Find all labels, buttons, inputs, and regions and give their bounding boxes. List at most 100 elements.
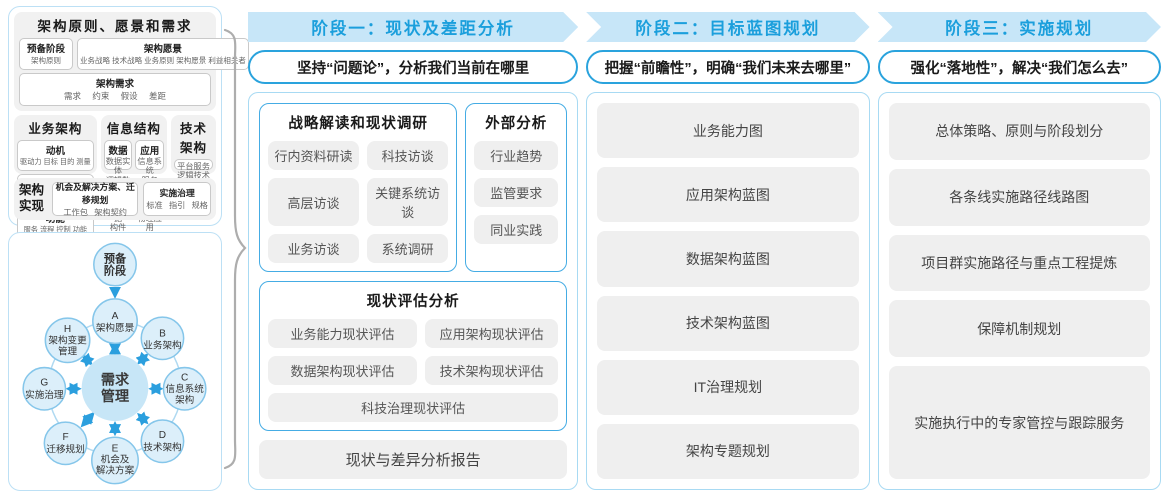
phase-3-body: 总体策略、原则与阶段划分 各条线实施路径线路图 项目群实施路径与重点工程提炼 保… xyxy=(877,92,1161,490)
strategy-item: 系统调研 xyxy=(367,234,449,263)
left-panel-title: 架构原则、愿景和需求 xyxy=(37,19,193,34)
node-h-label: 架构变更 xyxy=(48,334,87,346)
center-line1: 需求 xyxy=(101,372,130,388)
node-e-circle xyxy=(91,436,139,485)
node-b-letter: B xyxy=(159,328,166,339)
center-line2: 管理 xyxy=(101,388,129,404)
prep-phase-box: 预备阶段 架构原则 xyxy=(19,38,73,70)
left-column: 架构原则、愿景和需求 预备阶段 架构原则 架构愿景 业务战略 技术战略 业务原则… xyxy=(0,0,249,499)
strategy-item: 高层访谈 xyxy=(268,178,360,226)
adm-cycle-diagram: 预备 阶段 A 架构愿景 B 业务架构 H 架构变更 管理 C 信息系统 架构 … xyxy=(22,242,207,485)
governance-title: 实施治理 xyxy=(159,188,195,198)
phase-2-item: 架构专题规划 xyxy=(597,423,859,480)
phase-2-item: 技术架构蓝图 xyxy=(597,295,859,351)
strategy-item: 科技访谈 xyxy=(367,141,449,170)
phase-2-header: 阶段二：目标蓝图规划 xyxy=(586,12,869,42)
phase-1-body: 战略解读和现状调研 行内资料研读 科技访谈 高层访谈 关键系统访谈 业务访谈 系… xyxy=(248,92,579,490)
opportunities-sub: 工作包 架构契约 xyxy=(63,207,127,217)
node-g-letter: G xyxy=(40,378,48,389)
phase-1-header: 阶段一：现状及差距分析 xyxy=(248,12,578,42)
strategy-item: 关键系统访谈 xyxy=(367,178,449,226)
node-b-circle xyxy=(140,316,185,361)
node-h-letter: H xyxy=(64,324,71,335)
motivation-box: 动机 驱动力 目标 目的 测量 xyxy=(17,140,94,171)
assessment-box: 现状评估分析 业务能力现状评估 应用架构现状评估 数据架构现状评估 技术架构现状… xyxy=(259,281,568,431)
information-structure-section: 信息结构 数据 数据实体 逻辑数据 构件 物理数据 构件 应用 信息系统 服务 … xyxy=(100,115,168,241)
gap-analysis-report-box: 现状与差异分析报告 xyxy=(259,440,568,479)
node-a-letter: A xyxy=(112,311,119,322)
prep-phase-sub: 架构原则 xyxy=(31,56,61,65)
node-c-circle xyxy=(162,366,207,411)
implementation-governance-box: 实施治理 标准 指引 规格 xyxy=(143,182,211,216)
phase-2-item: IT治理规划 xyxy=(597,359,859,415)
prep-phase-title: 预备阶段 xyxy=(26,44,65,55)
architecture-implementation-section: 架构实现 机会及解决方案、迁移规划 工作包 架构契约 实施治理 标准 指引 规格 xyxy=(14,178,216,220)
curly-brace xyxy=(223,28,247,470)
phase-3-column: 阶段三：实施规划 强化“落地性”，解决“我们怎么去” 总体策略、原则与阶段划分 … xyxy=(877,12,1161,490)
business-architecture-title: 业务架构 xyxy=(28,122,83,136)
strategy-research-title: 战略解读和现状调研 xyxy=(288,116,428,132)
phase-1-subtitle: 坚持“问题论”，分析我们当前在哪里 xyxy=(248,50,579,84)
node-d-label: 技术架构 xyxy=(143,441,181,453)
external-item: 同业实践 xyxy=(474,215,559,244)
node-c-letter: C xyxy=(181,373,188,384)
external-item: 监管要求 xyxy=(474,178,559,207)
external-item: 行业趋势 xyxy=(474,141,559,170)
node-g-circle xyxy=(22,366,67,411)
node-h-circle xyxy=(44,317,91,364)
arrow-center-d xyxy=(135,411,150,426)
phase-3-header: 阶段三：实施规划 xyxy=(878,12,1161,42)
motivation-title: 动机 xyxy=(45,146,65,157)
phase-3-subtitle: 强化“落地性”，解决“我们怎么去” xyxy=(877,50,1161,84)
technology-column: 平台服务 逻辑技术 构件 物理技术 构件 xyxy=(174,159,213,209)
vision-sub: 业务战略 技术战略 业务原则 架构愿景 利益相关者 xyxy=(80,56,246,65)
prep-circle-line2: 阶段 xyxy=(104,264,127,278)
app-column-title: 应用 xyxy=(140,146,160,157)
external-analysis-title: 外部分析 xyxy=(485,116,548,132)
phase-2-item: 数据架构蓝图 xyxy=(597,231,859,287)
architecture-vision-box: 架构愿景 业务战略 技术战略 业务原则 架构愿景 利益相关者 xyxy=(77,38,249,70)
arrow-center-f xyxy=(80,411,95,428)
phase-2-body: 业务能力图 应用架构蓝图 数据架构蓝图 技术架构蓝图 IT治理规划 架构专题规划 xyxy=(586,92,870,490)
node-h-label2: 管理 xyxy=(58,345,78,357)
assessment-item: 业务能力现状评估 xyxy=(268,319,418,348)
brace-column xyxy=(222,0,248,499)
data-item: 数据实体 xyxy=(105,157,131,176)
data-column-title: 数据 xyxy=(108,146,128,157)
assessment-item: 科技治理现状评估 xyxy=(268,393,559,422)
requirements-title: 架构需求 xyxy=(95,79,134,90)
technology-architecture-section: 技术架构 平台服务 逻辑技术 构件 物理技术 构件 xyxy=(171,115,216,209)
governance-sub: 标准 指引 规格 xyxy=(146,201,208,210)
information-structure-title: 信息结构 xyxy=(106,122,161,136)
function-sub: 服务 流程 控制 功能 xyxy=(23,225,88,234)
assessment-item: 技术架构现状评估 xyxy=(425,356,559,385)
requirements-management-circle xyxy=(81,354,149,422)
opportunities-migration-box: 机会及解决方案、迁移规划 工作包 架构契约 xyxy=(52,181,139,217)
node-f-label: 迁移规划 xyxy=(46,443,84,455)
external-analysis-box: 外部分析 行业趋势 监管要求 同业实践 xyxy=(465,103,568,272)
data-column: 数据 数据实体 逻辑数据 构件 物理数据 构件 xyxy=(103,140,133,232)
arrow-center-b xyxy=(135,351,150,367)
node-e-label2: 解决方案 xyxy=(96,465,135,477)
phases-row: 阶段一：现状及差距分析 坚持“问题论”，分析我们当前在哪里 战略解读和现状调研 … xyxy=(248,0,1167,499)
assessment-item: 数据架构现状评估 xyxy=(268,356,418,385)
application-column: 应用 信息系统 服务 逻辑应用 构件 物理应用 构件 xyxy=(135,140,165,241)
node-e-label: 机会及 xyxy=(101,453,130,465)
opportunities-title: 机会及解决方案、迁移规划 xyxy=(55,181,135,205)
architecture-content-panel: 架构原则、愿景和需求 预备阶段 架构原则 架构愿景 业务战略 技术战略 业务原则… xyxy=(8,6,249,241)
strategy-research-box: 战略解读和现状调研 行内资料研读 科技访谈 高层访谈 关键系统访谈 业务访谈 系… xyxy=(259,103,458,272)
node-f-circle xyxy=(43,421,88,466)
adm-cycle-panel: 预备 阶段 A 架构愿景 B 业务架构 H 架构变更 管理 C 信息系统 架构 … xyxy=(8,232,222,491)
strategy-item: 行内资料研读 xyxy=(268,141,360,170)
technology-architecture-title: 技术架构 xyxy=(180,122,208,155)
phase-3-item: 总体策略、原则与阶段划分 xyxy=(888,103,1150,160)
node-g-label: 实施治理 xyxy=(25,389,64,401)
requirements-sub: 需求 约束 假设 差距 xyxy=(63,91,167,101)
principles-vision-requirements-section: 架构原则、愿景和需求 预备阶段 架构原则 架构愿景 业务战略 技术战略 业务原则… xyxy=(14,12,249,111)
node-a-label: 架构愿景 xyxy=(96,322,135,334)
phase-2-item: 应用架构蓝图 xyxy=(597,167,859,223)
node-d-circle xyxy=(140,419,185,464)
business-architecture-section: 业务架构 动机 驱动力 目标 目的 测量 组织 组织 位置 驱动者 角色 功能 … xyxy=(14,115,97,239)
node-e-letter: E xyxy=(112,443,119,454)
assessment-item: 应用架构现状评估 xyxy=(425,319,559,348)
